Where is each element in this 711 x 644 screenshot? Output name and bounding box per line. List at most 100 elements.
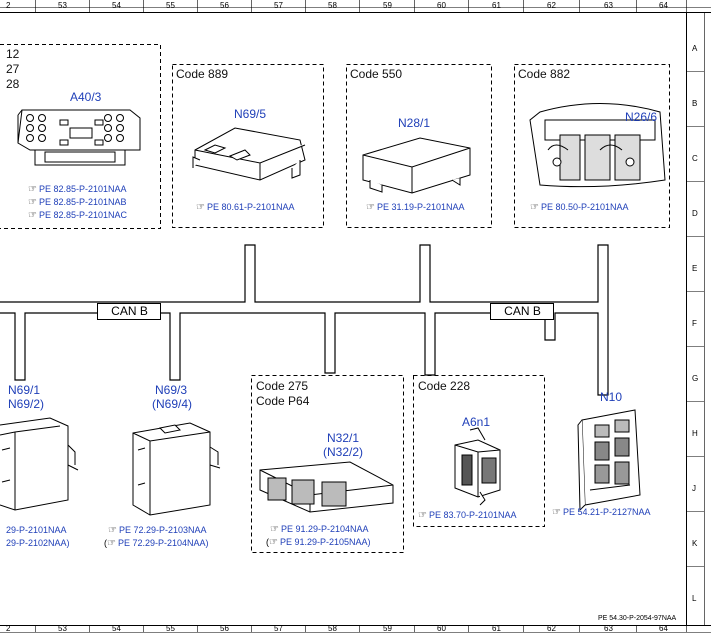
column-label-bottom: 55: [166, 624, 175, 633]
column-label-bottom: 61: [492, 624, 501, 633]
component-label-n69-2: N69/2): [8, 397, 45, 411]
reference-n32-1[interactable]: ☞PE 91.29-P-2104NAA: [270, 524, 369, 535]
reference-hand-icon: ☞: [196, 202, 205, 213]
column-label-top: 63: [604, 1, 613, 10]
radio-key: [59, 119, 69, 126]
row-label: G: [692, 374, 699, 383]
code-882: Code 882: [518, 67, 571, 81]
partial-line-1: 12: [6, 47, 20, 61]
component-label-n26-6: N26/6: [625, 110, 658, 124]
reference-n69-5[interactable]: ☞PE 80.61-P-2101NAA: [196, 202, 295, 213]
column-label-top: 56: [220, 1, 229, 10]
reference-n69-1[interactable]: 29-P-2101NAA: [6, 525, 67, 535]
reference-n69-2[interactable]: 29-P-2102NAA): [6, 538, 70, 548]
reference-n69-3[interactable]: ☞PE 72.29-P-2103NAA: [108, 525, 207, 536]
reference-a6n1[interactable]: ☞PE 83.70-P-2101NAA: [418, 510, 517, 521]
reference-a40-3-3[interactable]: ☞PE 82.85-P-2101NAC: [28, 210, 128, 221]
code-889: Code 889: [176, 67, 229, 81]
module-n26-6-sketch: [529, 103, 666, 188]
component-label-n32-1: N32/1: [327, 431, 360, 445]
code-275: Code 275: [256, 379, 309, 393]
reference-hand-icon: ☞: [107, 538, 116, 549]
column-label-top: 59: [383, 1, 392, 10]
row-label: H: [692, 429, 698, 438]
component-label-a40-3: A40/3: [70, 90, 102, 104]
column-label-bottom: 56: [220, 624, 229, 633]
row-label: K: [692, 539, 698, 548]
radio-knob: [38, 114, 46, 122]
radio-knob: [26, 124, 34, 132]
column-label-bottom: 57: [274, 624, 283, 633]
component-label-a6n1: A6n1: [462, 415, 491, 429]
document-id: PE 54.30-P-2054-97NAA: [598, 615, 677, 622]
column-label-top: 57: [274, 1, 283, 10]
column-label-top: 58: [328, 1, 337, 10]
reference-hand-icon: ☞: [552, 507, 561, 518]
reference-n32-2[interactable]: (☞PE 91.29-P-2105NAA): [266, 537, 371, 548]
radio-knob: [104, 134, 112, 142]
component-label-n32-2: (N32/2): [323, 445, 364, 459]
radio-unit-sketch: [17, 109, 141, 166]
reference-hand-icon: ☞: [28, 210, 37, 221]
reference-n28-1[interactable]: ☞PE 31.19-P-2101NAA: [366, 202, 465, 213]
column-label-bottom: 2: [6, 624, 11, 633]
column-label-bottom: 62: [547, 624, 556, 633]
radio-knob: [38, 124, 46, 132]
column-label-bottom: 54: [112, 624, 121, 633]
dashed-boxes: [0, 44, 670, 553]
reference-hand-icon: ☞: [28, 184, 37, 195]
radio-key: [94, 139, 104, 146]
column-label-bottom: 59: [383, 624, 392, 633]
module-n69-5-sketch: [192, 127, 306, 181]
reference-hand-icon: ☞: [530, 202, 539, 213]
code-550: Code 550: [350, 67, 403, 81]
component-label-n69-4: (N69/4): [152, 397, 193, 411]
column-label-bottom: 63: [604, 624, 613, 633]
can-b-label-left: CAN B: [111, 304, 148, 318]
reference-n10[interactable]: ☞PE 54.21-P-2127NAA: [552, 507, 651, 518]
row-label: J: [692, 484, 696, 493]
component-label-n10: N10: [600, 390, 623, 404]
column-label-top: 2: [6, 1, 11, 10]
column-label-top: 60: [437, 1, 446, 10]
column-label-bottom: 64: [659, 624, 668, 633]
radio-knob: [26, 134, 34, 142]
code-228: Code 228: [418, 379, 471, 393]
module-a6n1-sketch: [454, 427, 501, 506]
column-label-top: 62: [547, 1, 556, 10]
component-label-n69-1: N69/1: [8, 383, 41, 397]
radio-knob: [116, 134, 124, 142]
reference-hand-icon: ☞: [366, 202, 375, 213]
row-label: C: [692, 154, 698, 163]
column-label-top: 53: [58, 1, 67, 10]
reference-hand-icon: ☞: [28, 197, 37, 208]
component-label-n69-3: N69/3: [155, 383, 188, 397]
reference-hand-icon: ☞: [270, 524, 279, 535]
radio-knob: [104, 124, 112, 132]
column-label-top: 61: [492, 1, 501, 10]
module-n32-1-sketch: [259, 461, 394, 513]
reference-a40-3-2[interactable]: ☞PE 82.85-P-2101NAB: [28, 197, 127, 208]
reference-n26-6[interactable]: ☞PE 80.50-P-2101NAA: [530, 202, 629, 213]
reference-a40-3-1[interactable]: ☞PE 82.85-P-2101NAA: [28, 184, 127, 195]
radio-knob: [116, 114, 124, 122]
row-label: D: [692, 209, 698, 218]
column-label-bottom: 53: [58, 624, 67, 633]
column-label-top: 64: [659, 1, 668, 10]
reference-n69-4[interactable]: (☞PE 72.29-P-2104NAA): [104, 538, 209, 549]
radio-key: [94, 119, 104, 126]
reference-hand-icon: ☞: [108, 525, 117, 536]
can-b-label-right: CAN B: [504, 304, 541, 318]
reference-hand-icon: ☞: [418, 510, 427, 521]
radio-knob: [104, 114, 112, 122]
column-label-top: 54: [112, 1, 121, 10]
module-n69-3-sketch: [132, 422, 221, 516]
reference-hand-icon: ☞: [269, 537, 278, 548]
code-p64: Code P64: [256, 394, 310, 408]
column-label-bottom: 58: [328, 624, 337, 633]
column-label-top: 55: [166, 1, 175, 10]
radio-knob: [116, 124, 124, 132]
